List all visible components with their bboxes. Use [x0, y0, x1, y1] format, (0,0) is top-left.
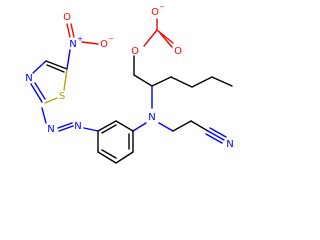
atom-n-nitro: N — [69, 39, 76, 50]
thiazole-c4-c5-1 — [45, 60, 68, 70]
charge-o-nitro-minus: − — [108, 35, 114, 43]
bond-c3-c4 — [211, 76, 233, 87]
ring-inner-2 — [101, 149, 117, 159]
thiazole-c2-n3-1 — [30, 83, 43, 103]
bond-ch2-cn — [190, 120, 209, 132]
bond-c-o-ester — [143, 29, 158, 47]
atom-o-minus: O — [151, 7, 159, 18]
bond-azo-double-2 — [58, 125, 74, 132]
ring-bond-3 — [97, 151, 117, 164]
bond-ch-c1 — [151, 76, 172, 87]
ring-bond-5 — [97, 120, 117, 132]
atom-n-nitrile: N — [226, 139, 233, 150]
atom-o-nitro-minus: O — [100, 39, 108, 50]
bond-nitrile-1 — [207, 130, 225, 141]
atom-s-thiazole: S — [59, 91, 65, 102]
bond-ring-azo — [83, 127, 99, 132]
ring-bond-2 — [115, 151, 134, 164]
bond-nitro-o-minus — [81, 41, 99, 45]
bond-c-o-carbonyl-1 — [156, 29, 174, 44]
atom-n-amine: N — [148, 112, 155, 123]
charge-n-nitro: + — [77, 35, 83, 43]
atom-n-azo-1: N — [74, 121, 81, 132]
bond-c5-nitro — [66, 49, 71, 70]
bond-nitro-o-double-2 — [70, 23, 75, 38]
thiazole-c2-n3-2 — [34, 82, 46, 100]
atom-o-ester: O — [131, 46, 139, 57]
bond-nitrile-2 — [205, 133, 223, 144]
bond-azo-double-1 — [57, 122, 73, 129]
bond-c2-c3 — [191, 76, 213, 88]
bond-nitro-o-double-1 — [66, 23, 71, 38]
thiazole-c5-s1 — [63, 68, 68, 91]
atom-n-azo-2: N — [47, 124, 54, 135]
bond-nitrile-3 — [209, 127, 227, 138]
atom-o-carbonyl: O — [174, 46, 182, 57]
bond-ch2-ch — [133, 74, 153, 87]
charge-o-minus: − — [159, 3, 165, 11]
atom-n-thiazole: N — [25, 73, 32, 84]
ring-bond-6 — [115, 120, 134, 132]
thiazole-n3-c4 — [32, 60, 47, 74]
bond-c-o-carbonyl-2 — [159, 32, 173, 48]
bond-n-ring — [132, 122, 147, 132]
thiazole-c4-c5-2 — [46, 64, 65, 73]
bond-ch2-ch2 — [172, 120, 192, 132]
thiazole-s1-c2 — [44, 97, 58, 104]
bond-c1-c2 — [170, 76, 193, 88]
bond-n-ch2 — [158, 122, 174, 132]
atom-o-nitro-double: O — [63, 12, 71, 23]
ring-inner-3 — [101, 124, 117, 134]
bond-azo-thiazole — [41, 107, 47, 124]
molecule-diagram: O − O O N N N + O − O N S N N — [25, 3, 234, 164]
